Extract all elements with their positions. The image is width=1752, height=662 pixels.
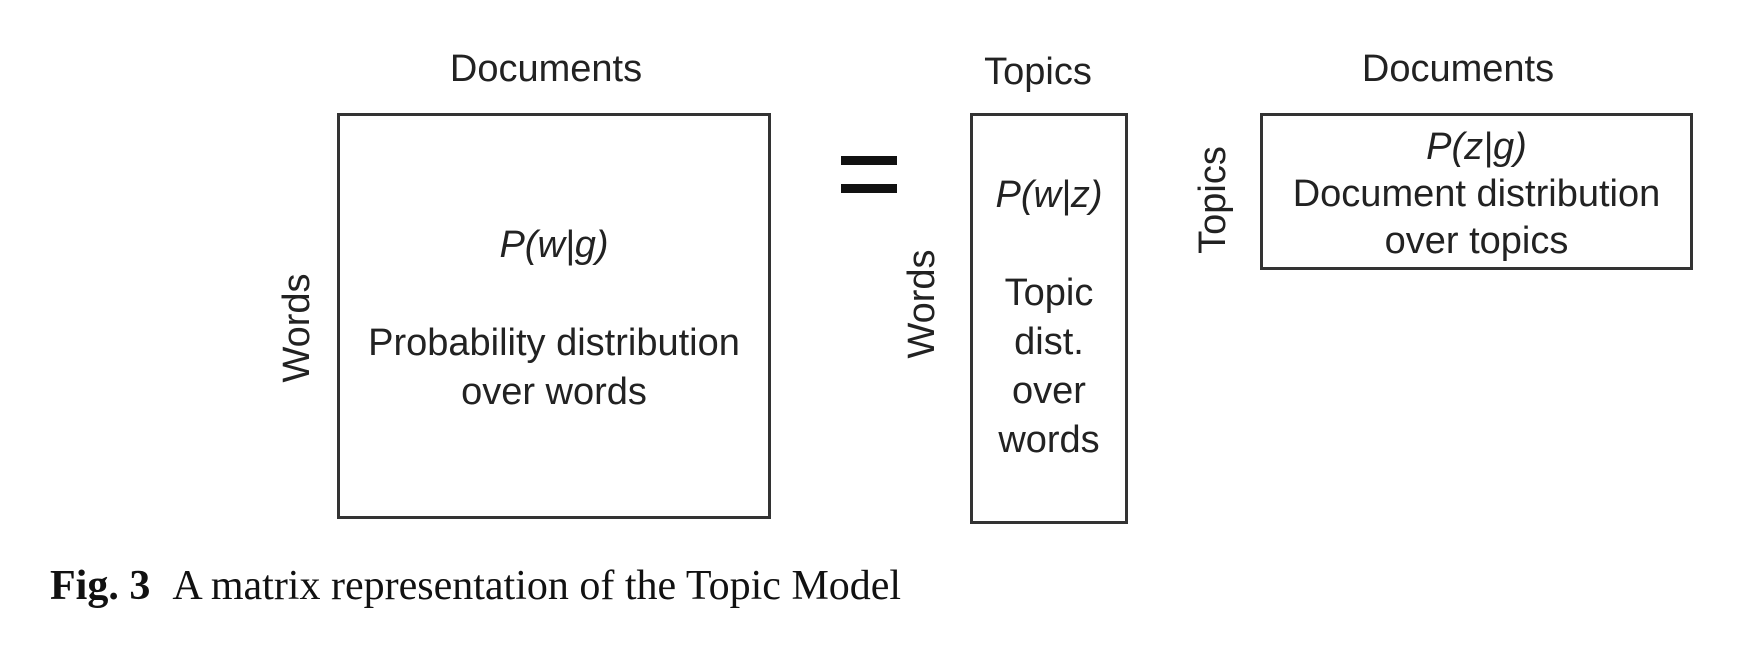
middle-matrix-row-label: Words bbox=[901, 249, 943, 359]
right-matrix-row-label: Topics bbox=[1192, 146, 1234, 254]
figure-caption: Fig. 3 A matrix representation of the Top… bbox=[50, 562, 901, 610]
right-matrix-description-line-1: Document distribution bbox=[1292, 173, 1661, 215]
equals-bar-bottom bbox=[841, 184, 897, 193]
right-matrix-box: P(z|g) Document distribution over topics bbox=[1260, 113, 1693, 270]
left-matrix-description-line-1: Probability distribution bbox=[368, 322, 740, 364]
middle-matrix-column-label: Topics bbox=[984, 51, 1092, 93]
right-matrix-formula: P(z|g) bbox=[1426, 126, 1527, 168]
middle-matrix-box: P(w|z) Topic dist. over words bbox=[970, 113, 1128, 524]
figure-number: Fig. 3 bbox=[50, 563, 151, 609]
right-matrix-column-label: Documents bbox=[1361, 48, 1555, 90]
left-matrix-row-label: Words bbox=[276, 273, 318, 383]
middle-matrix-description-line-3: over bbox=[1012, 370, 1086, 412]
equals-bar-top bbox=[841, 156, 897, 165]
figure-caption-text: A matrix representation of the Topic Mod… bbox=[172, 563, 902, 609]
left-matrix-box: P(w|g) Probability distribution over wor… bbox=[337, 113, 771, 519]
left-matrix-description-line-2: over words bbox=[461, 371, 647, 413]
left-matrix-column-label: Documents bbox=[449, 48, 643, 90]
left-matrix-formula: P(w|g) bbox=[499, 224, 609, 266]
middle-matrix-description-line-2: dist. bbox=[1014, 321, 1084, 363]
middle-matrix-description-line-4: words bbox=[998, 419, 1100, 461]
middle-matrix-formula: P(w|z) bbox=[995, 174, 1103, 216]
right-matrix-description-line-2: over topics bbox=[1384, 220, 1569, 262]
middle-matrix-description-line-1: Topic bbox=[1004, 272, 1094, 314]
